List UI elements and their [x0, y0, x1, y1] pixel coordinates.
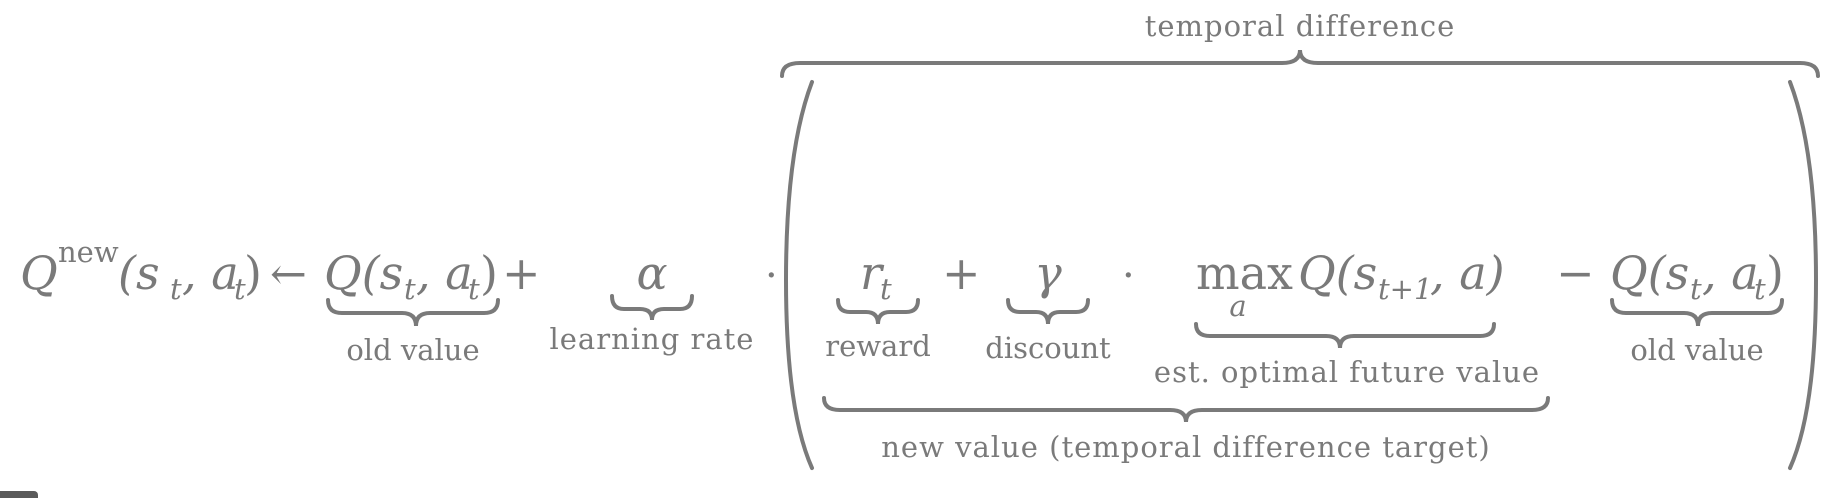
gamma-symbol: γ: [1034, 246, 1062, 300]
svg-text:t: t: [468, 272, 480, 306]
svg-text:t: t: [404, 272, 416, 306]
reward-term: r t reward: [825, 246, 931, 363]
lhs-superscript: new: [58, 235, 119, 269]
reward-brace: [836, 298, 920, 325]
svg-text:t+1: t+1: [1378, 272, 1432, 306]
future-value-label: est. optimal future value: [1154, 355, 1540, 389]
temporal-difference-brace: [780, 49, 1820, 78]
discount-brace: [1006, 298, 1090, 325]
new-value-brace: [822, 396, 1550, 423]
svg-text:t: t: [1754, 272, 1766, 306]
future-value-brace: [1194, 322, 1496, 349]
old-comma-a: , a: [416, 246, 473, 300]
right-big-paren: [1788, 80, 1819, 470]
future-q: Q(s: [1298, 246, 1377, 300]
multiply-dot-2: ·: [1122, 253, 1135, 299]
minus-sign: −: [1556, 246, 1595, 300]
old-value-label: old value: [346, 333, 479, 367]
max-under-a: a: [1229, 289, 1246, 323]
svg-text:(s: (s: [118, 246, 160, 300]
svg-text:r: r: [860, 246, 885, 300]
future-value-term: max a Q(s t+1 , a) est. optimal future v…: [1154, 246, 1540, 389]
old-sub-t1: t: [404, 272, 416, 306]
old2-sub-t1: t: [1690, 272, 1702, 306]
learning-rate-term: α learning rate: [550, 246, 755, 356]
old-value-term: Q(s t , a t ) old value: [324, 246, 500, 367]
svg-text:, a: , a: [182, 246, 239, 300]
old-value-brace: [326, 298, 500, 327]
reward-label: reward: [825, 329, 931, 363]
svg-text:): ): [244, 246, 262, 300]
old2-comma-a: , a: [1702, 246, 1759, 300]
discount-term: γ discount: [985, 246, 1111, 365]
old-close: ): [480, 246, 498, 300]
old2-q: Q(s: [1610, 246, 1689, 300]
svg-text:t: t: [880, 272, 892, 306]
old-q: Q(s: [324, 246, 403, 300]
new-value-label: new value (temporal difference target): [881, 430, 1490, 464]
svg-text:Q(s: Q(s: [1298, 246, 1377, 300]
lhs-term: Q new (s t , a t ): [20, 235, 262, 306]
svg-text:, a: , a: [1702, 246, 1759, 300]
reward-symbol: r: [860, 246, 885, 300]
old2-sub-t2: t: [1754, 272, 1766, 306]
svg-text:, a): , a): [1430, 246, 1505, 300]
learning-rate-brace: [610, 294, 694, 321]
svg-text:Q(s: Q(s: [324, 246, 403, 300]
learning-rate-label: learning rate: [550, 322, 755, 356]
alpha-symbol: α: [636, 246, 667, 300]
svg-text:, a: , a: [416, 246, 473, 300]
svg-text:): ): [1766, 246, 1784, 300]
reward-sub: t: [880, 272, 892, 306]
left-big-paren: [783, 80, 814, 470]
svg-text:): ): [480, 246, 498, 300]
future-rest: , a): [1430, 246, 1505, 300]
old2-close: ): [1766, 246, 1784, 300]
lhs-open: (s: [118, 246, 160, 300]
lhs-sub-t2: t: [234, 272, 246, 306]
corner-tab-icon: [0, 491, 38, 498]
svg-text:t: t: [170, 272, 182, 306]
svg-text:t: t: [234, 272, 246, 306]
lhs-close: ): [244, 246, 262, 300]
max-operator: max: [1196, 246, 1293, 300]
old-value-brace-2: [1610, 298, 1784, 327]
multiply-dot-1: ·: [765, 253, 778, 299]
temporal-difference-label: temporal difference: [1145, 9, 1456, 43]
discount-label: discount: [985, 331, 1111, 365]
svg-text:Q(s: Q(s: [1610, 246, 1689, 300]
svg-text:Q: Q: [20, 246, 58, 300]
plus-sign-2: +: [942, 246, 981, 300]
svg-text:t: t: [1690, 272, 1702, 306]
old-value-term-2: Q(s t , a t ) old value: [1610, 246, 1784, 367]
lhs-sub-t1: t: [170, 272, 182, 306]
lhs-q: Q: [20, 246, 58, 300]
old-sub-t2: t: [468, 272, 480, 306]
future-sub: t+1: [1378, 272, 1432, 306]
assignment-arrow: ←: [270, 249, 307, 300]
lhs-comma-a: , a: [182, 246, 239, 300]
svg-text:new: new: [58, 235, 119, 269]
plus-sign-1: +: [502, 246, 541, 300]
old-value-label-2: old value: [1630, 333, 1763, 367]
